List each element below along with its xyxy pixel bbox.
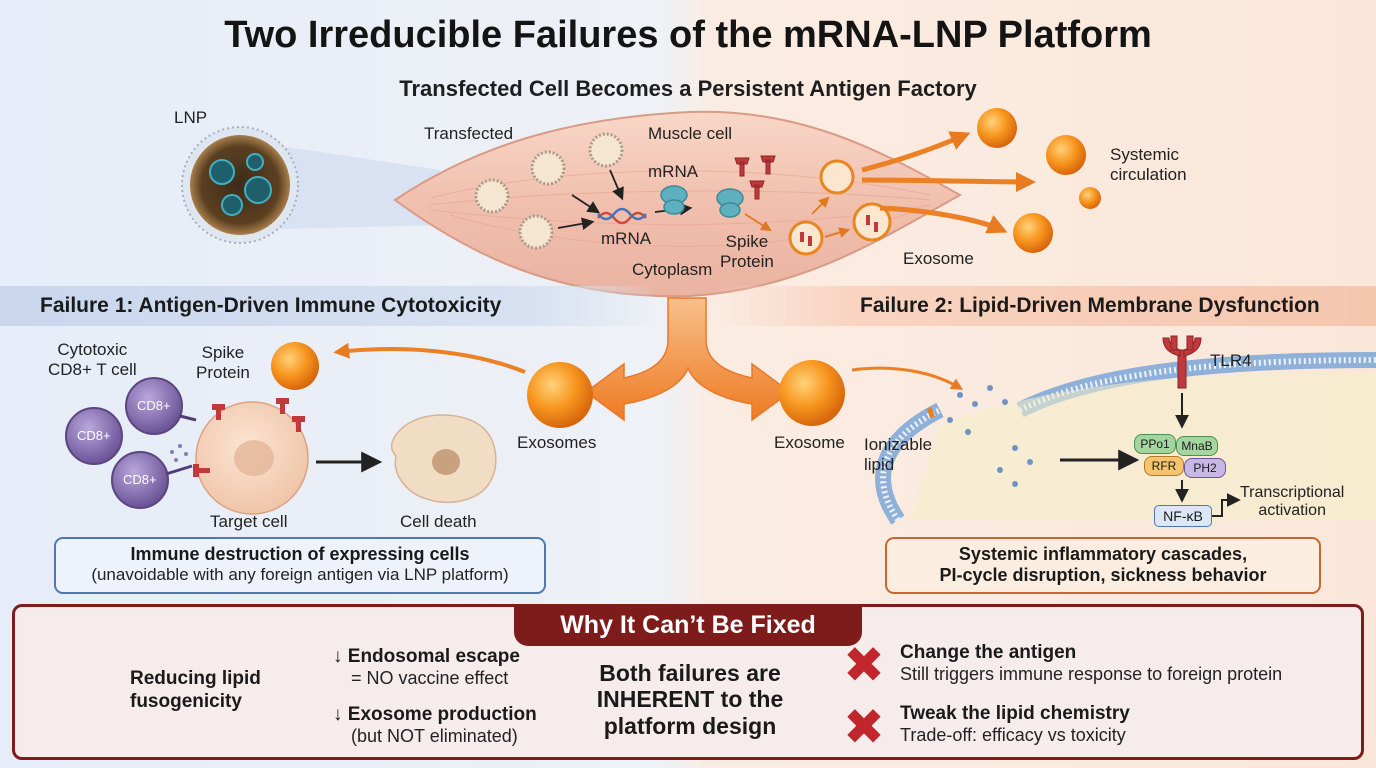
spike-protein-label: Spike Protein [720,232,774,272]
exosome-label-f2: Exosome [774,433,845,452]
exosome-label-top: Exosome [903,249,974,268]
lnp-label: LNP [174,108,208,127]
failure1-summary-strong: Immune destruction of expressing cells [130,544,470,564]
failure1-band [0,286,660,326]
transcription-label: Transcriptional activation [1240,484,1345,520]
change-antigen-normal: Still triggers immune response to foreig… [900,664,1283,684]
released-exosomes [977,108,1101,253]
exosomes-label-f1: Exosomes [517,433,597,452]
page-title: Two Irreducible Failures of the mRNA-LNP… [224,14,1152,56]
ph2-node: PH2 [1184,458,1226,478]
failure1-summary-box: Immune destruction of expressing cells (… [54,537,546,594]
pp01-node: PPo1 [1134,434,1176,454]
ribosomes [660,185,744,218]
transfected-label: Transfected [424,124,514,143]
change-antigen-strong: Change the antigen [900,642,1077,663]
tweak-lipid-normal: Trade-off: efficacy vs toxicity [900,725,1126,745]
rfr-node: RFR [1144,456,1184,476]
spikes-target [193,398,305,477]
mrna-label-lower: mRNA [601,229,652,248]
scattered-lipids [947,385,1033,487]
cell-death-label: Cell death [400,512,477,531]
tweak-lipid-item: Tweak the lipid chemistry Trade-off: eff… [900,703,1130,746]
lnp-particle [181,126,299,244]
cytoplasm-label: Cytoplasm [632,260,713,279]
muscle-cell-label: Muscle cell [648,124,733,143]
exosome-production-strong: ↓ Exosome production [333,704,537,725]
tcell-label-2: CD8+ [77,428,111,443]
nfkb-node: NF-κB [1154,505,1212,527]
tlr4-receptor [1162,335,1202,389]
failure2-heading: Failure 2: Lipid-Driven Membrane Dysfunc… [860,294,1320,317]
failure2-summary-line2: PI-cycle disruption, sickness behavior [939,565,1267,585]
failure2-summary-line1: Systemic inflammatory cascades, [958,544,1248,564]
split-arrow [584,297,792,422]
cross-icon-antigen: ✖ [843,637,885,693]
mnab-node: MnaB [1176,436,1218,456]
tlr4-label: TLR4 [1210,351,1252,370]
t-cells [65,377,183,509]
small-lnps [474,132,624,250]
reducing-fusogenicity-label: Reducing lipid fusogenicity [130,668,261,712]
failure1-heading: Failure 1: Antigen-Driven Immune Cytotox… [40,294,502,317]
spike-protein-label-f1: Spike Protein [196,343,250,382]
failure2-summary-box: Systemic inflammatory cascades, PI-cycle… [885,537,1321,594]
target-cell-label: Target cell [210,512,288,531]
cross-icon-lipid: ✖ [843,699,885,755]
why-panel-heading: Why It Can’t Be Fixed [514,604,862,646]
endosomal-escape-strong: ↓ Endosomal escape [333,646,520,667]
exosome-f1 [527,362,593,428]
exosome-production-item: ↓ Exosome production (but NOT eliminated… [333,704,537,747]
tweak-lipid-strong: Tweak the lipid chemistry [900,703,1130,724]
tcell-label-3: CD8+ [123,472,157,487]
page-subtitle: Transfected Cell Becomes a Persistent An… [399,76,977,101]
exosome-f2 [779,360,845,426]
tcell-label-1: CD8+ [137,398,171,413]
endosomal-escape-normal: = NO vaccine effect [351,668,509,688]
failure2-band [716,286,1376,326]
forming-exosomes [788,159,892,256]
circulation-label: Systemic circulation [1110,145,1187,185]
failure1-summary-normal: (unavoidable with any foreign antigen vi… [91,565,509,584]
ionizable-lipid-label: Ionizable lipid [864,435,933,475]
mrna-helix [597,207,647,225]
endosomal-escape-item: ↓ Endosomal escape = NO vaccine effect [333,646,520,689]
exosome-production-normal: (but NOT eliminated) [351,726,518,746]
change-antigen-item: Change the antigen Still triggers immune… [900,642,1282,685]
mrna-label-upper: mRNA [648,162,699,181]
cytotoxic-tcell-label: Cytotoxic CD8+ T cell [48,340,137,379]
spike-exosome-f1 [271,342,319,390]
spike-proteins-top [734,155,776,200]
inherent-message: Both failures are INHERENT to the platfo… [596,660,784,739]
